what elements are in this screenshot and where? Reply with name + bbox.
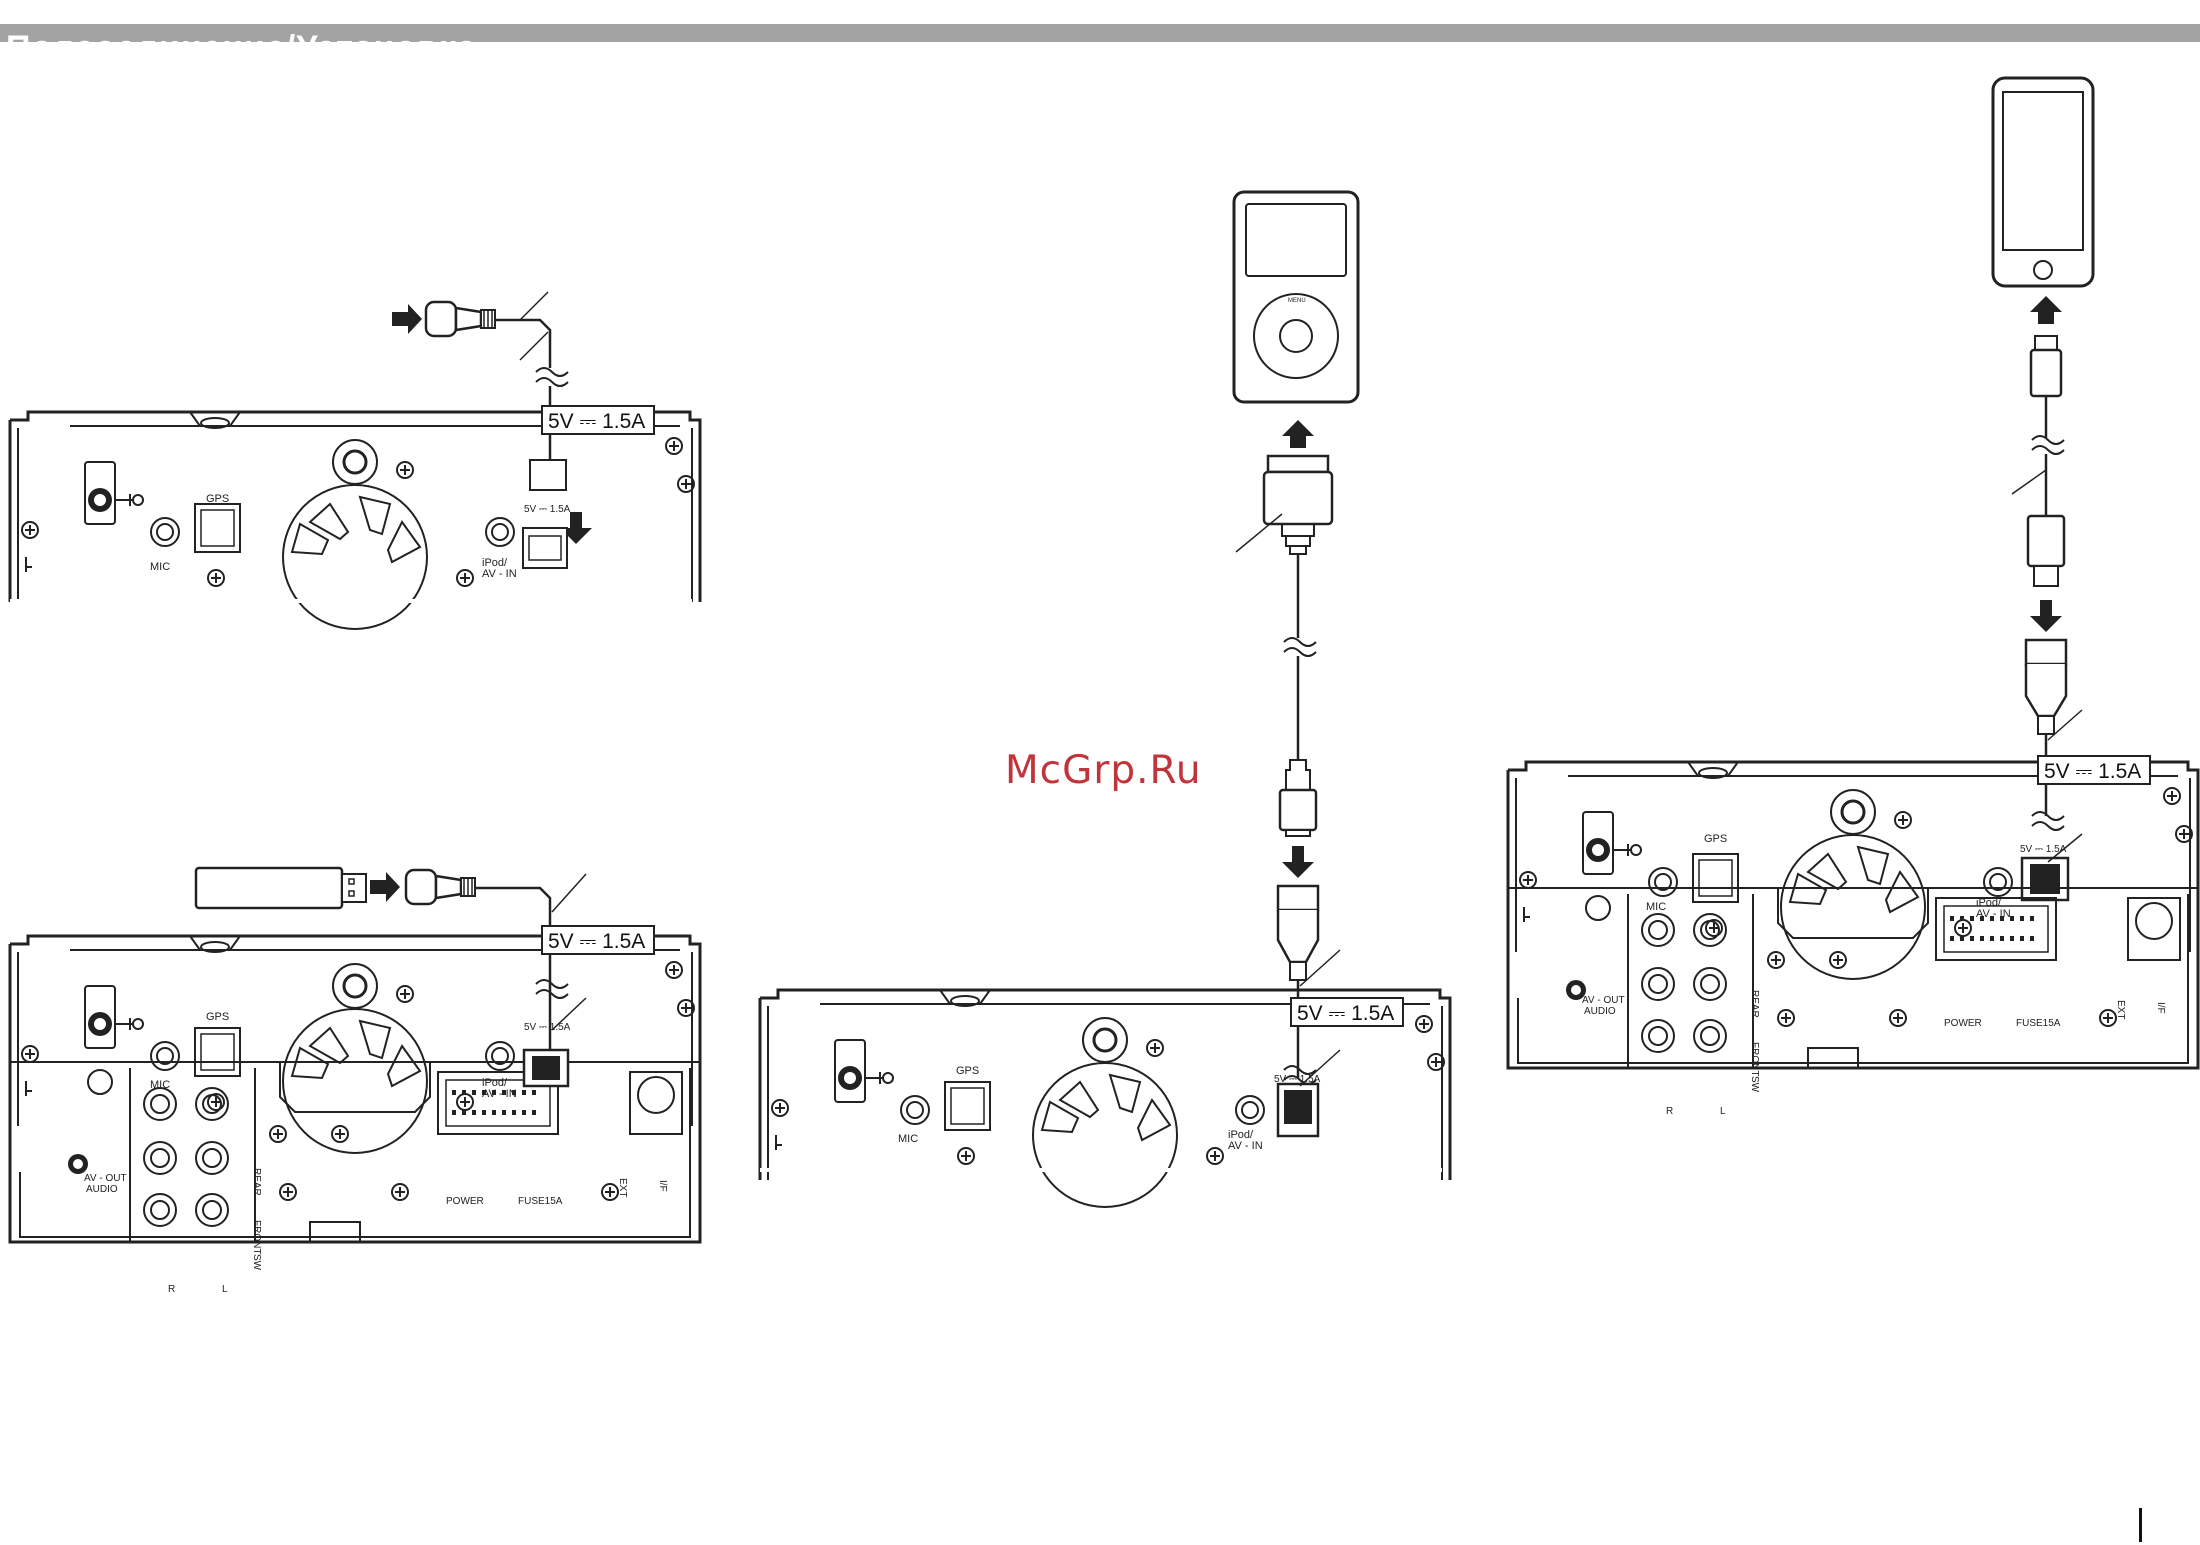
port-label: AV - IN <box>482 568 517 580</box>
arrow-up-icon <box>2030 296 2062 324</box>
port-label: REAR <box>251 1168 262 1196</box>
port-label: AV - IN <box>1976 908 2011 920</box>
iphone-device <box>1991 76 2095 288</box>
port-label: AUDIO <box>1584 1006 1616 1017</box>
usb-cable-1 <box>392 291 592 569</box>
arrow-down-icon <box>2030 600 2062 632</box>
port-label: MIC <box>898 1133 918 1145</box>
port-label: SW <box>1749 1076 1760 1093</box>
usb-memory-stick <box>194 866 367 910</box>
port-label: 5V ⎓ 1.5A <box>1297 1002 1394 1025</box>
port-label: FUSE15A <box>2016 1018 2061 1029</box>
unit-rear-panel-1 <box>8 410 702 631</box>
port-label: 5V ⎓ 1.5A <box>2044 760 2141 783</box>
port-label: POWER <box>446 1196 484 1207</box>
page-edge-mark <box>2139 1508 2142 1542</box>
ipod-classic-device: MENU <box>1232 190 1360 404</box>
rating-badge-2: 5V ⎓ 1.5A <box>541 925 655 955</box>
lightning-cable <box>2011 296 2083 902</box>
port-label: MIC <box>150 1079 170 1091</box>
port-label: 5V ⎓ 1.5A <box>524 1022 571 1033</box>
port-label: EXT <box>2115 1000 2126 1019</box>
port-label: iPod/ <box>482 557 508 569</box>
port-label: iPod/ <box>1976 897 2002 909</box>
port-label: I/F <box>2155 1002 2166 1014</box>
port-label: GPS <box>206 493 229 505</box>
arrow-right-icon <box>392 304 422 334</box>
port-label: AV - OUT <box>1582 995 1625 1006</box>
port-label: AV - IN <box>1228 1140 1263 1152</box>
port-label: MENU <box>1288 298 1306 304</box>
port-label: 5V ⎓ 1.5A <box>548 410 645 433</box>
port-label: GPS <box>206 1011 229 1023</box>
port-label: 5V ⎓ 1.5A <box>1274 1074 1321 1085</box>
port-label: GPS <box>1704 833 1727 845</box>
port-label: 5V ⎓ 1.5A <box>2020 844 2067 855</box>
port-label: FUSE15A <box>518 1196 563 1207</box>
port-label: POWER <box>1944 1018 1982 1029</box>
port-label: MIC <box>1646 901 1666 913</box>
port-label: EXT <box>617 1178 628 1197</box>
port-label: L <box>1720 1106 1726 1117</box>
port-label: FRONT <box>1749 1042 1760 1076</box>
port-label: GPS <box>956 1065 979 1077</box>
header-bar: Подсоединение/Установка <box>0 24 2200 48</box>
page-title: Подсоединение/Установка <box>6 29 477 48</box>
port-label: MIC <box>150 561 170 573</box>
port-label: FRONT <box>251 1220 262 1254</box>
watermark: McGrp.Ru <box>1005 748 1202 793</box>
port-label: REAR <box>1749 990 1760 1018</box>
port-label: 5V ⎓ 1.5A <box>524 504 571 515</box>
rating-badge-1: 5V ⎓ 1.5A <box>541 405 655 435</box>
port-label: SW <box>251 1254 262 1271</box>
port-label: AV - IN <box>482 1088 517 1100</box>
port-label: iPod/ <box>1228 1129 1254 1141</box>
unit-rear-panel-4 <box>1506 760 2200 1070</box>
port-label: R <box>1666 1106 1673 1117</box>
port-label: AV - OUT <box>84 1173 127 1184</box>
arrow-down-icon <box>1282 846 1314 878</box>
port-label: R <box>168 1284 175 1295</box>
unit-rear-panel-2 <box>8 934 702 1244</box>
port-label: L <box>222 1284 228 1295</box>
port-label: I/F <box>657 1180 668 1192</box>
port-label: AUDIO <box>86 1184 118 1195</box>
arrow-up-icon <box>1282 420 1314 448</box>
port-label: 5V ⎓ 1.5A <box>548 930 645 953</box>
rating-badge-3: 5V ⎓ 1.5A <box>1290 997 1404 1027</box>
usb-cable-2 <box>370 868 587 1088</box>
port-label: iPod/ <box>482 1077 508 1089</box>
arrow-right-icon <box>370 872 400 902</box>
rating-badge-4: 5V ⎓ 1.5A <box>2037 755 2151 785</box>
ipod-dock-cable <box>1235 420 1341 1138</box>
